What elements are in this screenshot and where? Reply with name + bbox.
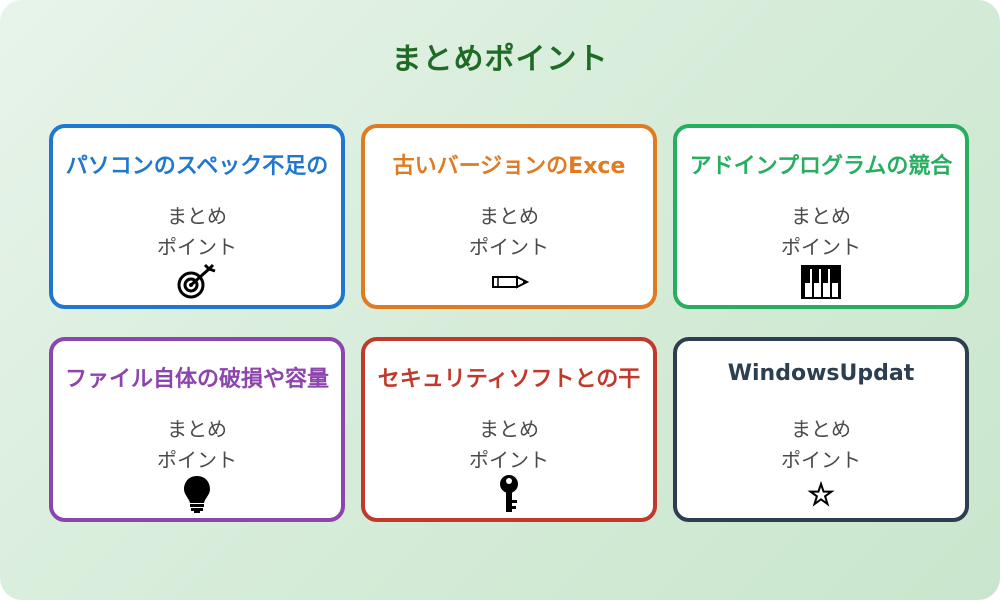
key-icon — [487, 474, 531, 514]
card-label: ポイント — [469, 235, 549, 259]
card-label: まとめ — [167, 417, 227, 441]
card-security-software: セキュリティソフトとの干 まとめ ポイント — [361, 337, 657, 522]
card-title: ファイル自体の破損や容量 — [64, 367, 329, 392]
card-label: まとめ — [791, 204, 851, 228]
card-label: ポイント — [157, 448, 237, 472]
card-title: 古いバージョンのExce — [392, 154, 626, 179]
card-title: パソコンのスペック不足の — [65, 154, 329, 179]
card-label: ポイント — [781, 448, 861, 472]
card-label: ポイント — [781, 235, 861, 259]
card-title: WindowsUpdat — [727, 361, 915, 386]
page-title: まとめポイント — [391, 42, 609, 77]
target-icon — [175, 261, 219, 301]
card-old-excel: 古いバージョンのExce まとめ ポイント — [361, 124, 657, 309]
card-file-corruption: ファイル自体の破損や容量 まとめ ポイント — [49, 337, 345, 522]
card-label: まとめ — [167, 204, 227, 228]
card-pc-spec: パソコンのスペック不足の まとめ ポイント — [49, 124, 345, 309]
card-label: まとめ — [479, 417, 539, 441]
card-addin-conflict: アドインプログラムの競合 まとめ ポイント — [673, 124, 969, 309]
card-title: アドインプログラムの競合 — [689, 154, 953, 179]
card-label: まとめ — [479, 204, 539, 228]
lightbulb-icon — [175, 474, 219, 514]
card-windows-update: WindowsUpdat まとめ ポイント — [673, 337, 969, 522]
card-label: ポイント — [157, 235, 237, 259]
card-label: まとめ — [791, 417, 851, 441]
card-label: ポイント — [469, 448, 549, 472]
card-title: セキュリティソフトとの干 — [377, 367, 641, 392]
piano-keys-icon — [799, 261, 843, 301]
pencil-icon — [487, 261, 531, 301]
star-icon — [799, 474, 843, 514]
